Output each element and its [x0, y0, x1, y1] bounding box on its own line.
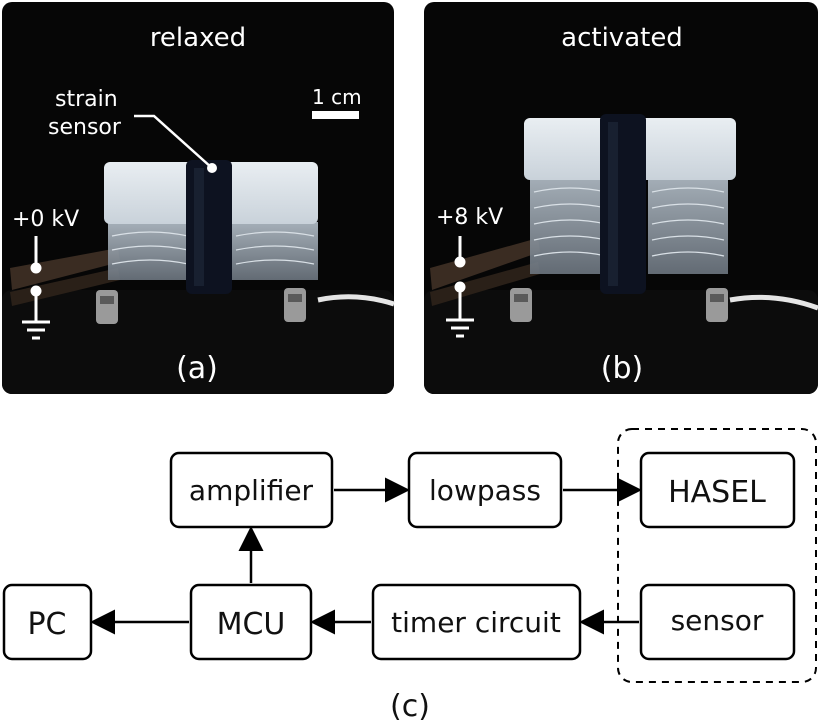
- block-label-amplifier: amplifier: [189, 474, 314, 507]
- scale-bar-label: 1 cm: [312, 85, 362, 109]
- block-hasel: HASEL: [639, 451, 796, 529]
- voltage-source-icon: [22, 236, 50, 340]
- sensor-callout-line1: strain: [55, 87, 118, 112]
- panel-caption-c: (c): [390, 689, 430, 724]
- panel-title-relaxed: relaxed: [150, 23, 246, 53]
- block-timer-circuit: timer circuit: [371, 583, 582, 661]
- panel-title-activated: activated: [561, 23, 683, 53]
- photo-panel-relaxed: [2, 2, 395, 394]
- voltage-label-activated: +8 kV: [436, 205, 503, 230]
- block-pc: PC: [2, 583, 93, 661]
- actuator-group-box: [617, 428, 817, 683]
- panel-caption-b: (b): [601, 351, 643, 386]
- voltage-source-icon: [446, 236, 474, 338]
- panel-caption-a: (a): [176, 351, 218, 386]
- block-label-mcu: MCU: [217, 607, 286, 642]
- sensor-callout-leader: [134, 114, 217, 173]
- block-label-lowpass: lowpass: [429, 474, 541, 507]
- block-sensor: sensor: [639, 583, 796, 661]
- block-label-hasel: HASEL: [668, 475, 766, 510]
- block-amplifier: amplifier: [169, 451, 334, 529]
- voltage-label-relaxed: +0 kV: [12, 207, 79, 232]
- block-label-timer: timer circuit: [391, 606, 561, 639]
- scale-bar: [312, 111, 359, 119]
- block-label-sensor: sensor: [671, 604, 764, 637]
- block-lowpass: lowpass: [407, 451, 563, 529]
- block-label-pc: PC: [27, 607, 66, 642]
- block-mcu: MCU: [189, 583, 313, 661]
- sensor-callout-line2: sensor: [48, 115, 122, 140]
- photo-panel-activated: [424, 2, 819, 394]
